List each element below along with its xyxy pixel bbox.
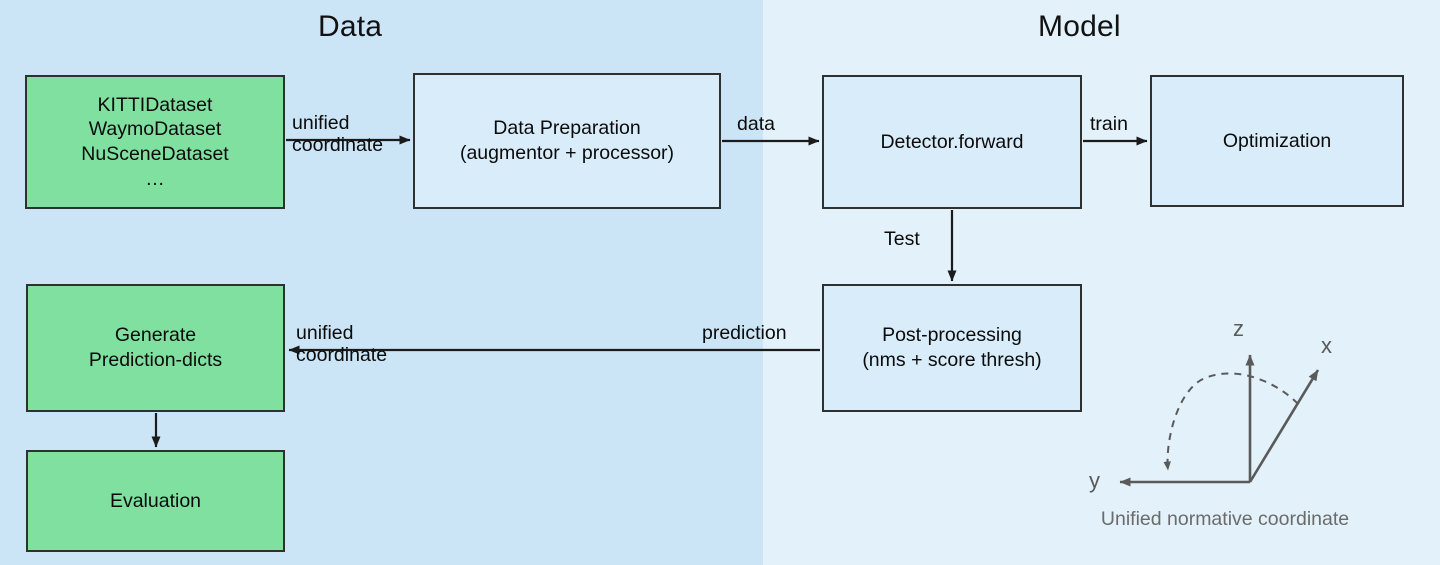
node-post-processing-line2: (nms + score thresh)	[862, 349, 1042, 371]
node-datasets-line2: WaymoDataset	[88, 118, 222, 141]
node-generate-line1: Generate	[114, 324, 197, 347]
edge-label-test: Test	[884, 228, 920, 250]
coordinate-widget-caption: Unified normative coordinate	[1100, 508, 1350, 530]
axis-label-x: x	[1321, 333, 1332, 358]
node-evaluation-line1: Evaluation	[109, 489, 202, 512]
node-detector-forward[interactable]: Detector.forward	[822, 75, 1082, 209]
node-evaluation[interactable]: Evaluation	[26, 450, 285, 552]
edge-label-data: data	[737, 113, 775, 135]
node-optimization-line1: Optimization	[1222, 129, 1332, 152]
axis-label-y: y	[1089, 468, 1100, 493]
edge-label-unified-coordinate-bottom: unified coordinate	[296, 322, 388, 367]
node-datasets-line4: …	[145, 167, 165, 190]
node-post-processing[interactable]: Post-processing (nms + score thresh)	[822, 284, 1082, 412]
node-generate-line2: Prediction-dicts	[88, 349, 223, 371]
edge-label-prediction: prediction	[702, 322, 787, 344]
edge-label-train: train	[1090, 113, 1128, 135]
axis-label-z: z	[1233, 316, 1244, 341]
node-post-processing-line1: Post-processing	[882, 324, 1022, 347]
panel-title-data: Data	[318, 10, 383, 43]
node-data-preparation-line2: (augmentor + processor)	[459, 142, 675, 164]
edge-label-unified-coordinate-top: unified coordinate	[292, 112, 384, 157]
panel-title-model: Model	[1038, 10, 1121, 43]
node-optimization[interactable]: Optimization	[1150, 75, 1404, 207]
node-datasets-line3: NuSceneDataset	[81, 143, 229, 165]
node-datasets-line1: KITTIDataset	[97, 93, 213, 116]
node-detector-forward-line1: Detector.forward	[880, 130, 1024, 153]
node-data-preparation[interactable]: Data Preparation (augmentor + processor)	[413, 73, 721, 209]
node-datasets[interactable]: KITTIDataset WaymoDataset NuSceneDataset…	[25, 75, 285, 209]
node-data-preparation-line1: Data Preparation	[493, 117, 641, 140]
node-generate-prediction-dicts[interactable]: Generate Prediction-dicts	[26, 284, 285, 412]
